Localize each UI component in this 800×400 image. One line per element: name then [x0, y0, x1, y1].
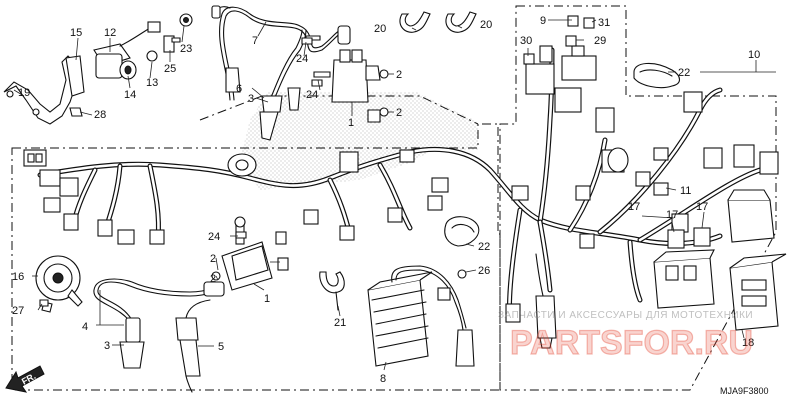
callout-20-right: 20	[480, 19, 492, 31]
callout-20-left: 20	[374, 23, 386, 35]
drawing-code: MJA9F3800	[720, 386, 769, 396]
relays-and-fusebox	[653, 182, 787, 331]
callout-17-c: 17	[696, 201, 708, 213]
callout-2-bottom-a: 2	[210, 253, 216, 265]
watermark-tagline: ЗАПЧАСТИ И АКСЕССУАРЫ ДЛЯ МОТОТЕХНИКИ	[498, 310, 753, 321]
callout-2-bottom-b: 2	[210, 273, 216, 285]
callout-27: 27	[12, 305, 24, 317]
callout-7: 7	[252, 35, 258, 47]
callout-1-bottom: 1	[264, 293, 270, 305]
bottom-right-leads	[535, 253, 557, 349]
callout-10: 10	[748, 49, 760, 61]
callout-9: 9	[540, 15, 546, 27]
callout-22-top: 22	[678, 67, 690, 79]
callout-11: 11	[680, 185, 691, 197]
horn	[35, 255, 83, 313]
stipple-region-outline	[199, 95, 479, 125]
callout-28: 28	[94, 109, 106, 121]
callout-1-top: 1	[348, 117, 354, 129]
leader-lines	[13, 19, 776, 371]
callout-24-top: 24	[296, 53, 308, 65]
harness-connectors-right	[505, 45, 779, 323]
callout-24-bottom: 24	[208, 231, 220, 243]
callout-5: 5	[218, 341, 224, 353]
callout-12: 12	[104, 27, 116, 39]
callout-8: 8	[380, 373, 386, 385]
callout-3-bottom: 3	[104, 340, 110, 352]
callout-17-a: 17	[628, 201, 640, 213]
rear-harness-panel-outline	[499, 5, 777, 391]
callout-23: 23	[180, 43, 192, 55]
callout-6: 6	[236, 83, 242, 95]
top-right-small-parts	[523, 15, 681, 89]
callout-24-mid: 24	[306, 89, 318, 101]
callout-3-top: 3	[248, 93, 254, 105]
callout-30: 30	[520, 35, 532, 47]
watermark-logo-text: PARTSFOR.RU	[510, 324, 753, 362]
callout-labels: 15 12 19 28 14 13 25 23 7 6 3 24 24 1 2 …	[12, 15, 760, 385]
regulator-rectifier	[319, 216, 480, 367]
harness-connectors-left	[23, 149, 449, 245]
callout-19: 19	[18, 87, 30, 99]
plug-leads-bottom	[93, 216, 289, 393]
callout-25: 25	[164, 63, 176, 75]
callout-31: 31	[598, 17, 610, 29]
callout-21: 21	[334, 317, 346, 329]
callout-14: 14	[124, 89, 136, 101]
clamp-20-pair	[399, 11, 477, 33]
callout-2-top: 2	[396, 69, 402, 81]
callout-4: 4	[82, 321, 88, 333]
callout-29: 29	[594, 35, 606, 47]
callout-15: 15	[70, 27, 82, 39]
callout-16: 16	[12, 271, 24, 283]
callout-18: 18	[742, 337, 754, 349]
watermark: ЗАПЧАСТИ И АКСЕССУАРЫ ДЛЯ МОТОТЕХНИКИ PA…	[498, 310, 754, 363]
stipple-area	[240, 92, 478, 190]
callout-13: 13	[146, 77, 158, 89]
callout-26: 26	[478, 265, 490, 277]
bracket-assembly	[3, 13, 193, 125]
callout-17-b: 17	[666, 209, 678, 221]
callout-2-mid: 2	[396, 107, 402, 119]
plug-leads-top	[211, 5, 389, 141]
callout-22-bottom: 22	[478, 241, 490, 253]
